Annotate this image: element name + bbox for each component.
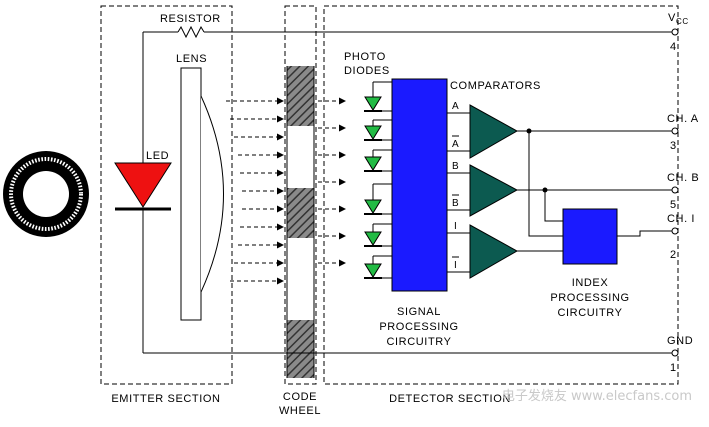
input-a-label: A	[452, 101, 459, 112]
watermark: 电子发烧友 www.elecfans.com	[502, 388, 692, 404]
code-label: CODE	[283, 391, 317, 403]
comparator-b	[469, 164, 519, 217]
gnd-label: GND	[667, 335, 693, 347]
light-rays	[226, 97, 346, 285]
signal-label-1: SIGNAL	[397, 306, 441, 318]
ch-b-label: CH. B	[667, 172, 699, 184]
input-b-bar-label: B	[452, 198, 459, 209]
ch-a-terminal	[671, 127, 679, 135]
input-a-bar-label: A	[452, 139, 459, 150]
detector-section-label: DETECTOR SECTION	[389, 393, 511, 405]
index-label-1: INDEX	[572, 277, 609, 289]
diodes-label: DIODES	[344, 65, 390, 77]
photodiodes	[364, 81, 392, 279]
emitter-section-box	[100, 5, 233, 385]
ch-i-terminal	[671, 227, 679, 235]
signal-label-3: CIRCUITRY	[386, 336, 451, 348]
pin-1-label: 1	[670, 362, 677, 374]
input-b-label: B	[452, 161, 459, 172]
index-label-2: PROCESSING	[550, 292, 629, 304]
code-wheel-box	[284, 5, 317, 385]
comparators-label: COMPARATORS	[450, 80, 541, 92]
pin-3-label: 3	[670, 140, 677, 152]
pin-5-label: 5	[670, 199, 677, 211]
emitter-section-label: EMITTER SECTION	[111, 393, 220, 405]
pin-2-label: 2	[670, 249, 677, 261]
comparator-i	[469, 224, 519, 279]
code-wheel-disc	[3, 151, 89, 237]
vcc-label: VCC	[668, 12, 689, 26]
vcc-sub: CC	[676, 17, 689, 26]
ch-a-label: CH. A	[667, 113, 699, 125]
detector-section-box	[323, 5, 679, 385]
lens	[180, 67, 224, 321]
comparator-a	[469, 104, 519, 159]
signal-label-2: PROCESSING	[379, 321, 458, 333]
lens-label: LENS	[176, 53, 207, 65]
vcc-rail	[142, 25, 672, 163]
photodiode-6	[364, 255, 392, 279]
pin-4-label: 4	[670, 41, 677, 53]
led-symbol	[114, 162, 172, 353]
ch-i-label: CH. I	[667, 213, 695, 225]
code-wheel-strip	[286, 66, 315, 378]
photodiode-1	[364, 81, 392, 112]
index-processing-block	[562, 208, 618, 265]
input-i-label: I	[454, 221, 457, 232]
vcc-v: V	[668, 12, 676, 24]
input-i-bar-label: I	[454, 260, 457, 271]
wheel-label: WHEEL	[279, 405, 321, 417]
gnd-terminal	[671, 349, 679, 357]
photo-label: PHOTO	[344, 51, 386, 63]
resistor-label: RESISTOR	[160, 13, 221, 25]
comparator-inputs	[447, 112, 470, 273]
led-label: LED	[146, 150, 169, 162]
photodiode-3	[364, 149, 392, 172]
signal-processing-block	[391, 78, 448, 292]
vcc-terminal	[671, 28, 679, 36]
photodiode-4	[364, 183, 392, 215]
junction-b	[542, 187, 548, 193]
ch-b-terminal	[671, 186, 679, 194]
photodiode-2	[364, 119, 392, 141]
junction-a	[526, 128, 532, 134]
index-label-3: CIRCUITRY	[557, 307, 622, 319]
photodiode-5	[364, 223, 392, 247]
